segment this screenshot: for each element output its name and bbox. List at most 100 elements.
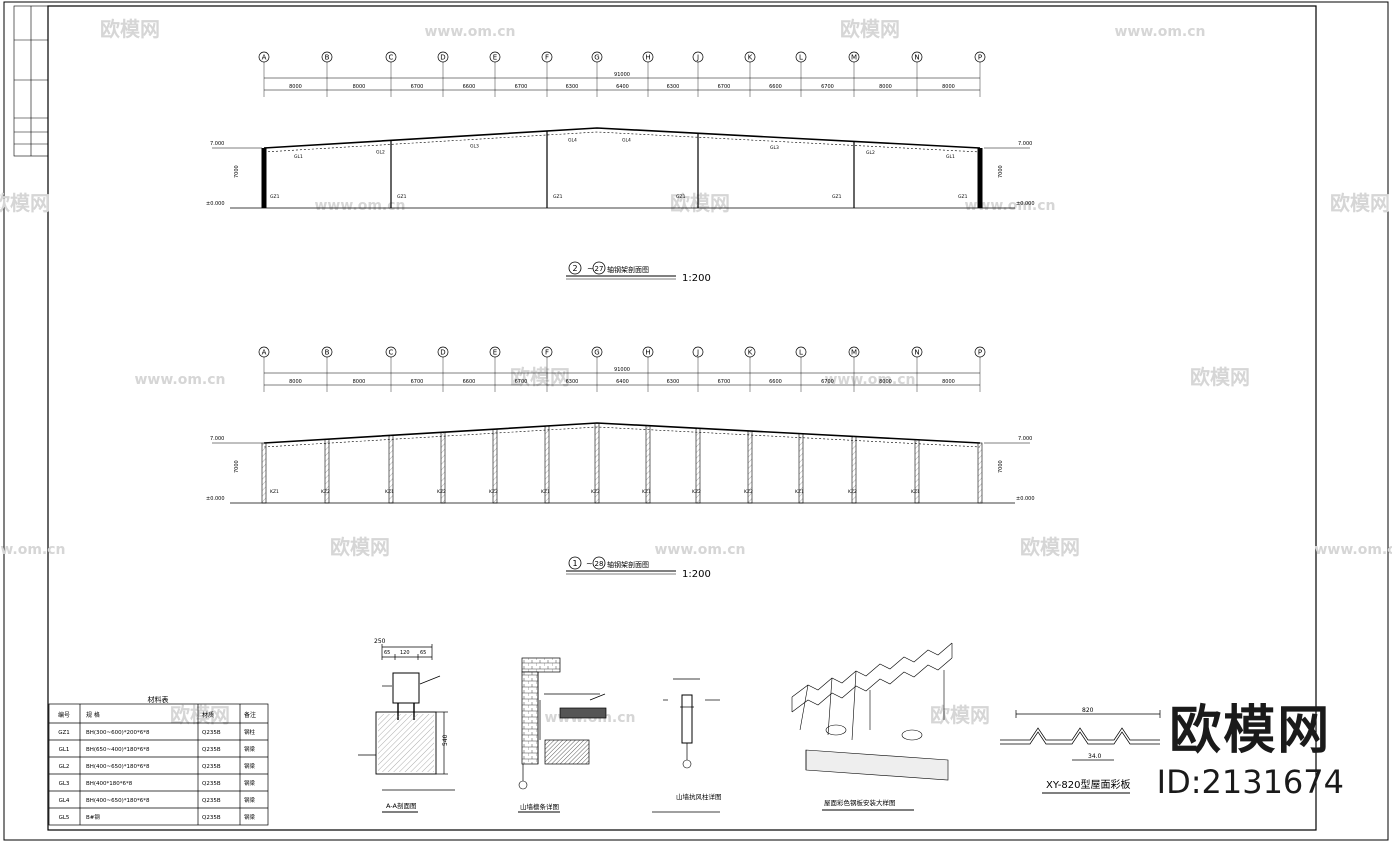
detail-aa-section [358, 644, 455, 791]
table-cell: Q235B [202, 764, 221, 770]
section-2-title-tilde: ~ [586, 559, 593, 568]
section-2-title-text: 轴钢架剖面图 [607, 560, 649, 569]
span-dimension: 8000 [353, 84, 366, 90]
axis-label: J [696, 349, 699, 357]
lattice-column [798, 433, 804, 504]
watermark-text: www.om.cn [0, 542, 66, 558]
axis-label: K [748, 54, 753, 62]
steel-column [977, 148, 983, 208]
table-cell: GL1 [59, 747, 70, 753]
table-cell: Q235B [202, 747, 221, 753]
column-label: GZ1 [676, 194, 686, 200]
axis-label: K [748, 349, 753, 357]
watermark-text: 欧模网 [840, 17, 900, 41]
axis-label: P [978, 349, 982, 357]
span-dimension: 8000 [353, 379, 366, 385]
span-dimension: 6400 [616, 84, 629, 90]
axis-label: F [545, 54, 549, 62]
beam-label: GL4 [568, 138, 577, 144]
table-cell: GL4 [59, 798, 70, 804]
span-dimension: 6700 [821, 84, 834, 90]
axis-label: L [799, 54, 803, 62]
column-label: KZ2 [489, 489, 498, 495]
table-header: 材质 [202, 711, 214, 719]
watermark-text: www.om.cn [964, 198, 1055, 214]
column-label: KZ2 [591, 489, 600, 495]
span-dimension: 6300 [667, 379, 680, 385]
height-right: 7000 [998, 165, 1004, 178]
span-dimension: 6300 [566, 84, 579, 90]
detail-roof-panel [791, 642, 953, 781]
axis-label: A [262, 54, 267, 62]
roof-purlins [263, 131, 981, 153]
axis-label: N [914, 54, 919, 62]
beam-label: GL1 [946, 154, 955, 160]
section-1-title: 2 ~ 27 轴钢架剖面图 1:200 [566, 261, 711, 284]
column-label: KZ1 [795, 489, 804, 495]
column-label: GZ1 [553, 194, 563, 200]
d1-dim-height: 540 [442, 734, 449, 746]
axis-label: D [440, 349, 445, 357]
table-header: 备注 [244, 711, 256, 719]
roof-line [263, 422, 981, 444]
column-label: KZ1 [385, 489, 394, 495]
table-header: 规 格 [86, 711, 100, 719]
height-left: 7000 [234, 460, 240, 473]
span-dimension: 8000 [289, 84, 302, 90]
table-cell: GZ1 [58, 730, 70, 736]
watermark-text: www.om.cn [1114, 24, 1205, 40]
watermark-text: 欧模网 [1190, 365, 1250, 389]
d3-axis-bubble [682, 759, 692, 769]
span-dimension: 6400 [616, 379, 629, 385]
table-cell: BH(400*180*6*8 [86, 781, 133, 787]
axis-label: C [389, 54, 394, 62]
axis-label: F [545, 349, 549, 357]
watermark-text: 欧模网 [1020, 535, 1080, 559]
beam-label: GL3 [770, 145, 779, 151]
lattice-column [695, 427, 701, 504]
d1-dim-c: 65 [420, 650, 426, 656]
watermark-text: www.om.cn [824, 372, 915, 388]
section-1-scale: 1:200 [682, 273, 711, 284]
table-cell: Q235B [202, 815, 221, 821]
steel-column [546, 131, 548, 208]
lattice-column [645, 425, 651, 504]
axis-label: D [440, 54, 445, 62]
table-cell: 钢梁 [244, 779, 256, 787]
brand-id: ID:2131674 [1156, 763, 1344, 801]
axis-label: H [645, 54, 650, 62]
lattice-column [492, 428, 498, 504]
d2-axis-bubble [518, 780, 528, 790]
watermark-text: 欧模网 [100, 17, 160, 41]
span-dimension: 6700 [718, 379, 731, 385]
lattice-column [747, 430, 753, 504]
axis-label: H [645, 349, 650, 357]
section-1-title-text: 轴钢架剖面图 [607, 265, 649, 274]
axis-label: M [851, 349, 857, 357]
axis-label: G [594, 54, 599, 62]
span-dimension: 6600 [463, 84, 476, 90]
table-cell: Q235B [202, 730, 221, 736]
axis-label: B [325, 349, 330, 357]
span-dimension: 6300 [667, 84, 680, 90]
watermark-text: 欧模网 [510, 365, 570, 389]
beam-label: GL2 [866, 150, 875, 156]
steel-column [853, 141, 855, 208]
span-dimension: 8000 [289, 379, 302, 385]
axis-label: L [799, 349, 803, 357]
table-cell: BH(650~400)*180*6*8 [86, 747, 150, 753]
table-cell: BH(400~650)*180*6*8 [86, 798, 150, 804]
column-label: KZ1 [911, 489, 920, 495]
base-level-right-text: ±0.000 [1016, 201, 1035, 207]
column-label: KZ1 [642, 489, 651, 495]
table-cell: Q235B [202, 781, 221, 787]
table-cell: 钢梁 [244, 745, 256, 753]
d1-dim-a: 65 [384, 650, 390, 656]
column-label: KZ2 [321, 489, 330, 495]
span-dimension: 6700 [411, 379, 424, 385]
table-cell: B#钢 [86, 813, 100, 821]
table-cell: GL3 [59, 781, 70, 787]
